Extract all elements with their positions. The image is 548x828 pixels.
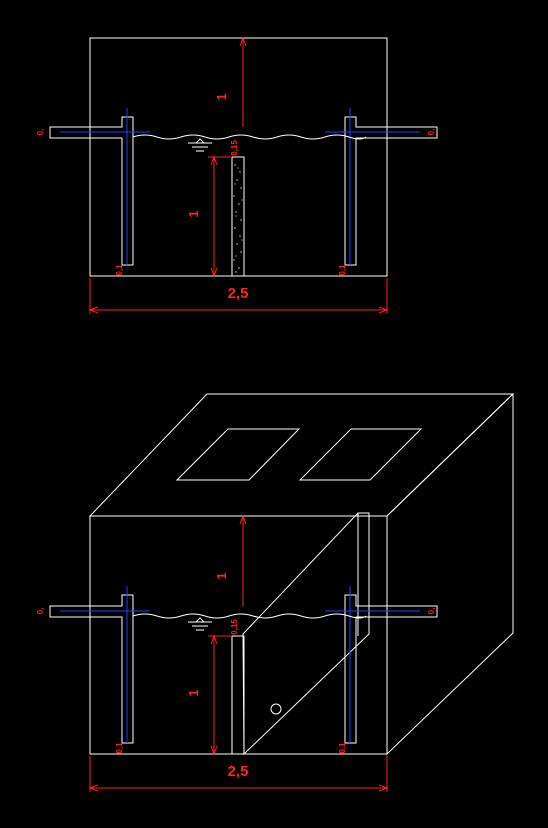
water-level-symbol [188,138,212,152]
outlet-pipe-right [344,116,438,266]
dim-height-lower: 1 [186,210,201,217]
dim-wall-right: 0,1 [338,264,347,276]
dim-pipe-left: 0, [36,129,45,136]
dim-pipe-left-iso: 0, [36,608,45,615]
water-surface [132,134,367,140]
dim-arrows-width [88,306,389,314]
baffle-wall-iso [231,635,245,755]
dim-arrows-iso [210,634,218,756]
dim-height-upper-iso: 1 [214,572,229,579]
dim-gap: 0,15 [230,140,239,156]
box-side-face [386,392,514,756]
manhole-left [175,428,301,481]
dim-height-lower-iso: 1 [186,689,201,696]
dim-height-upper: 1 [214,93,229,100]
dim-arrow-iso [239,514,247,525]
dim-arrows [210,155,218,278]
inlet-pipe-left [49,116,134,266]
dim-wall-right-iso: 0,1 [338,742,347,754]
water-level-symbol-iso [188,617,212,631]
dim-width: 2,5 [228,285,249,302]
water-surface-iso [132,613,367,619]
isometric-view: 1 1 2,5 0,15 0,1 0,1 0, 0, [36,392,515,792]
dim-pipe-right: 0, [427,129,436,136]
dim-arrows-width-iso [88,784,389,792]
outlet-pipe-right-iso [344,594,438,744]
dim-arrow [239,36,247,47]
dim-pipe-right-iso: 0, [427,608,436,615]
section-view: 1 1 2,5 0,15 0,1 0,1 0, 0, [36,36,438,314]
dim-wall-left: 0,1 [115,264,124,276]
baffle-wall [231,156,245,277]
baffle-opening [270,703,282,715]
inlet-pipe-left-iso [49,594,134,744]
dim-wall-left-iso: 0,1 [115,742,124,754]
manhole-right [298,428,423,481]
baffle-hatch [233,164,243,273]
dim-gap-iso: 0,15 [230,619,239,635]
dim-width-iso: 2,5 [228,763,249,780]
